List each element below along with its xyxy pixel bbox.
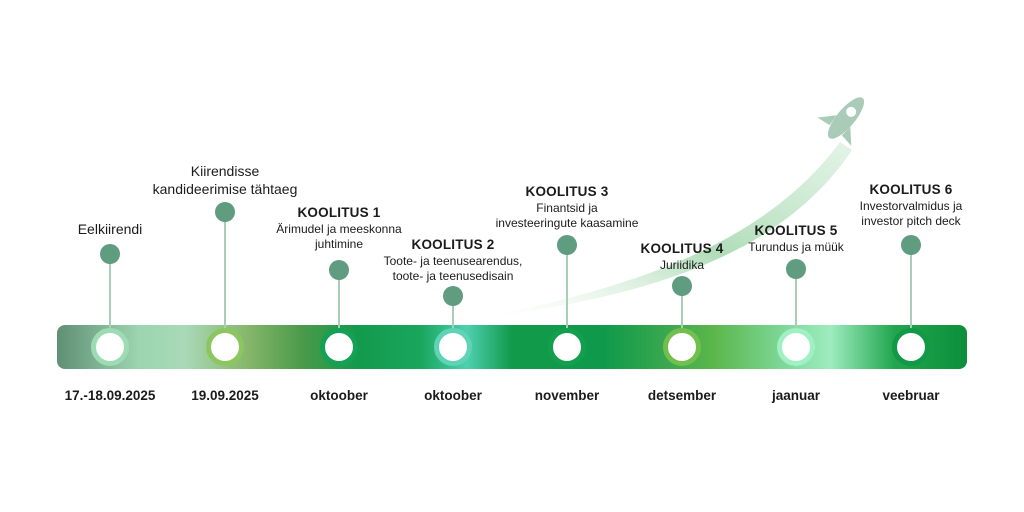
milestone-stem — [452, 296, 454, 330]
milestone-ring-center — [898, 334, 924, 360]
milestone-stem — [681, 286, 683, 330]
milestone-ring-center — [669, 334, 695, 360]
milestone-ring — [777, 328, 815, 366]
milestone-ring — [892, 328, 930, 366]
milestone-date: oktoober — [424, 388, 482, 403]
milestone-subtitle: Investorvalmidus ja investor pitch deck — [859, 198, 963, 228]
milestone-ring — [91, 328, 129, 366]
milestone-dot — [672, 276, 692, 296]
milestone-ring-center — [212, 334, 238, 360]
milestone-date: oktoober — [310, 388, 368, 403]
milestone-stem — [795, 269, 797, 330]
milestone-subtitle: Turundus ja müük — [748, 239, 844, 254]
milestone-title: KOOLITUS 4 — [640, 241, 724, 256]
timeline-bar — [57, 325, 967, 369]
milestone-stem — [224, 212, 226, 330]
milestone-date: 17.-18.09.2025 — [64, 388, 156, 403]
milestone-title: Kiirendisse kandideerimise tähtaeg — [152, 163, 298, 197]
milestone-ring-center — [326, 334, 352, 360]
milestone-dot — [215, 202, 235, 222]
milestone-title: KOOLITUS 3 — [525, 184, 609, 199]
milestone-label: Eelkiirendi — [78, 221, 143, 239]
milestone-ring-center — [440, 334, 466, 360]
milestone-date: detsember — [647, 388, 717, 403]
milestone-subtitle: Finantsid ja investeeringute kaasamine — [495, 200, 639, 230]
milestone-dot — [100, 244, 120, 264]
milestone-stem — [338, 270, 340, 330]
milestone-title: KOOLITUS 1 — [297, 205, 381, 220]
milestone-date: 19.09.2025 — [191, 388, 259, 403]
milestone-date: jaanuar — [771, 388, 821, 403]
milestone-stem — [910, 245, 912, 330]
milestone-ring-center — [97, 334, 123, 360]
milestone-dot — [557, 235, 577, 255]
milestone-date: november — [534, 388, 600, 403]
milestone-title: KOOLITUS 2 — [411, 237, 495, 252]
milestone-dot — [786, 259, 806, 279]
milestone-ring — [434, 328, 472, 366]
milestone-date: veebruar — [882, 388, 940, 403]
milestone-title: Eelkiirendi — [77, 221, 143, 237]
milestone-stem — [109, 254, 111, 330]
milestone-title: KOOLITUS 5 — [754, 223, 838, 238]
milestone-dot — [901, 235, 921, 255]
milestone-ring — [320, 328, 358, 366]
rocket-icon — [817, 97, 865, 146]
milestone-ring — [663, 328, 701, 366]
milestone-ring-center — [554, 334, 580, 360]
milestone-label: Kiirendisse kandideerimise tähtaeg — [153, 163, 298, 198]
milestone-title: KOOLITUS 6 — [869, 182, 953, 197]
milestone-stem — [566, 245, 568, 330]
milestone-subtitle: Toote- ja teenusearendus, toote- ja teen… — [383, 253, 523, 283]
milestone-subtitle: Ärimudel ja meeskonna juhtimine — [276, 221, 402, 251]
milestone-ring — [548, 328, 586, 366]
milestone-dot — [329, 260, 349, 280]
milestone-dot — [443, 286, 463, 306]
milestone-ring — [206, 328, 244, 366]
milestone-subtitle: Juriidika — [659, 257, 705, 272]
milestone-ring-center — [783, 334, 809, 360]
